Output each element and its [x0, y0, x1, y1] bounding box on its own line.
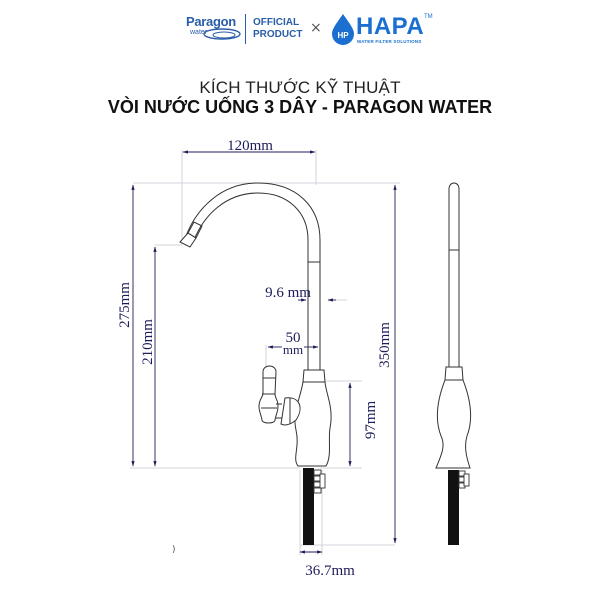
- paragon-logo: Paragon water: [186, 14, 242, 44]
- stray-mark: ): [172, 545, 176, 555]
- hapa-drop-text: HP: [337, 31, 349, 40]
- header-divider: [245, 14, 246, 44]
- base-diameter-label: 36.7mm: [305, 563, 355, 579]
- dimension-arrows: [131, 150, 397, 554]
- official-product-label: OFFICIAL PRODUCT: [253, 17, 302, 41]
- paragon-logo-name: Paragon: [186, 14, 236, 29]
- faucet-shank: [303, 468, 326, 545]
- extension-lines: [130, 150, 400, 555]
- cross-icon: ×: [310, 20, 322, 36]
- tube-diameter-label: 9.6 mm: [265, 285, 311, 301]
- outlet-height-label: 210mm: [140, 319, 156, 365]
- water-drop-icon: HP: [332, 14, 354, 45]
- page-subtitle: KÍCH THƯỚC KỸ THUẬT: [199, 78, 401, 97]
- total-height-label: 350mm: [377, 322, 393, 368]
- total-height-front-label: 275mm: [117, 282, 133, 328]
- official-line-2: PRODUCT: [253, 29, 303, 40]
- faucet-front-view: [179, 182, 332, 467]
- side-view-shank: [448, 470, 470, 545]
- handle-offset-value: 50: [286, 330, 301, 346]
- brand-header: Paragon water OFFICIAL PRODUCT × HP HAPA…: [0, 12, 600, 48]
- hapa-logo-name: HAPA: [356, 13, 425, 40]
- paragon-logo-sub: water: [190, 29, 208, 36]
- official-line-1: OFFICIAL: [253, 17, 300, 28]
- paragon-swoosh-icon: [203, 28, 241, 40]
- body-height-label: 97mm: [363, 401, 379, 440]
- page-title: VÒI NƯỚC UỐNG 3 DÂY - PARAGON WATER: [107, 97, 493, 117]
- hapa-tm: TM: [424, 14, 433, 20]
- spout-reach-label: 120mm: [227, 138, 273, 154]
- handle-offset-unit: mm: [283, 342, 303, 357]
- hapa-logo-sub: WATER FILTER SOLUTIONS: [357, 39, 422, 44]
- faucet-side-view: [435, 182, 472, 469]
